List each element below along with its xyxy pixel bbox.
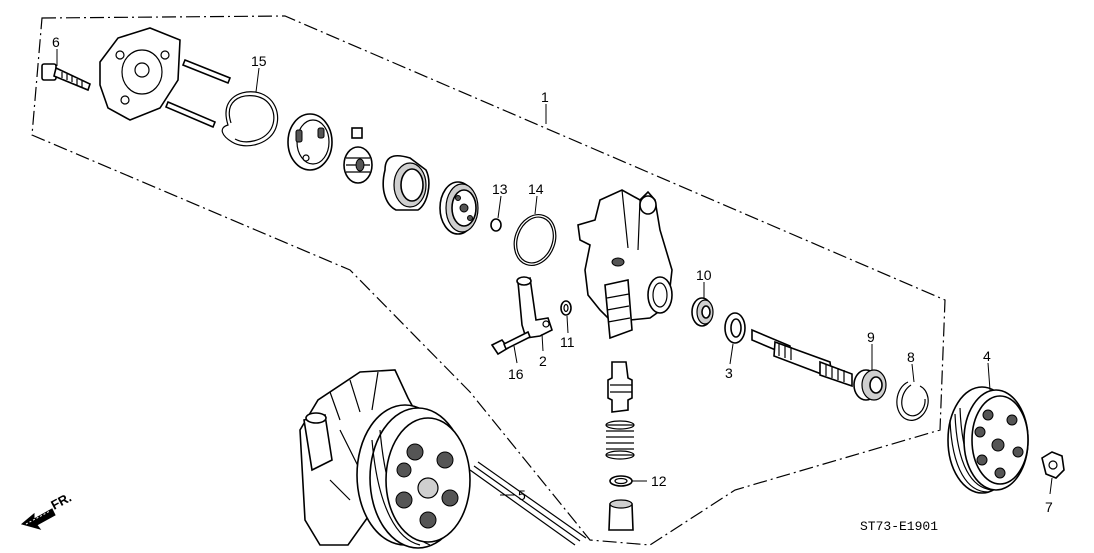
part-o-ring-13 xyxy=(490,218,502,232)
part-pressure-plate xyxy=(439,181,479,235)
callout-5: 5 xyxy=(518,487,526,503)
part-pump-body xyxy=(577,189,673,340)
part-oil-seal-10 xyxy=(691,297,714,327)
part-flow-control-valve xyxy=(607,361,633,413)
callout-12: 12 xyxy=(651,473,667,489)
part-o-ring-11 xyxy=(560,300,572,316)
part-pump-cover xyxy=(99,27,181,121)
part-snap-ring-8 xyxy=(896,381,929,421)
callout-1: 1 xyxy=(541,89,549,105)
part-pump-shaft xyxy=(751,328,853,388)
part-plug xyxy=(608,499,634,531)
part-belt-5 xyxy=(469,461,587,546)
drawing-code: ST73-E1901 xyxy=(860,519,938,534)
callout-14: 14 xyxy=(528,181,544,197)
front-direction-arrow-icon xyxy=(20,508,56,530)
callout-4: 4 xyxy=(983,348,991,364)
part-rotor xyxy=(343,146,373,184)
callout-8: 8 xyxy=(907,349,915,365)
callout-6: 6 xyxy=(52,34,60,50)
part-cam-ring xyxy=(382,154,430,211)
part-bearing-9 xyxy=(853,369,887,401)
part-nut-7 xyxy=(1041,451,1065,479)
callout-11: 11 xyxy=(560,334,575,350)
callout-3: 3 xyxy=(725,365,733,381)
callout-2: 2 xyxy=(539,353,547,369)
part-pulley-4 xyxy=(947,386,1029,494)
callout-13: 13 xyxy=(492,181,508,197)
part-gasket-15 xyxy=(221,91,279,147)
installed-pump-view xyxy=(299,369,471,549)
callout-9: 9 xyxy=(867,329,875,345)
leader-lines xyxy=(56,49,1053,496)
part-o-ring-12 xyxy=(609,475,633,487)
part-washer-3 xyxy=(724,312,746,344)
callout-10: 10 xyxy=(696,267,712,283)
part-relief-spring xyxy=(605,420,635,460)
callout-7: 7 xyxy=(1045,499,1053,515)
callout-15: 15 xyxy=(251,53,267,69)
part-o-ring-14 xyxy=(513,214,557,266)
part-bolt-6 xyxy=(41,63,91,92)
part-vane xyxy=(351,127,363,139)
callout-16: 16 xyxy=(508,366,524,382)
part-inlet-fitting-2 xyxy=(516,276,553,339)
assembly-boundary xyxy=(31,15,946,546)
part-bolt-16 xyxy=(490,330,532,356)
part-dowel-pins xyxy=(164,58,232,129)
part-side-plate xyxy=(287,113,333,171)
